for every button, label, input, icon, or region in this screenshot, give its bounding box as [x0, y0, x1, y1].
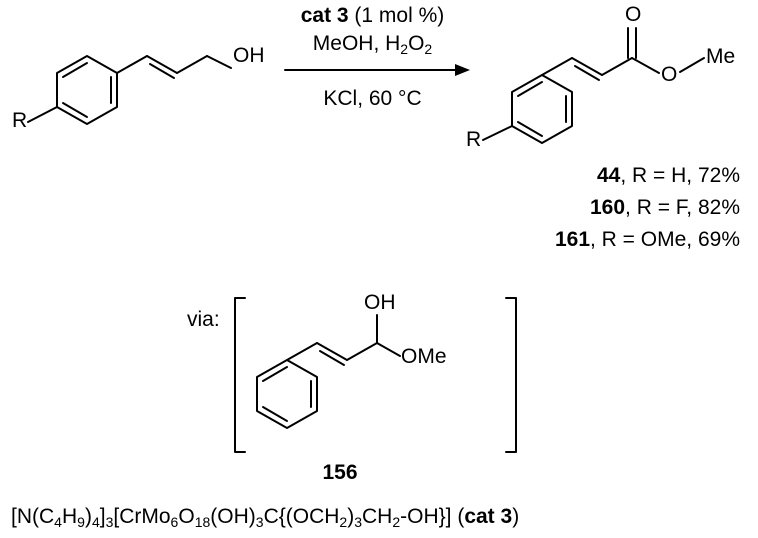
reagent-solvent-line: MeOH, H2O2: [312, 32, 433, 57]
reagent-catalyst-line: cat 3 (1 mol %): [300, 4, 445, 27]
atom-label-carbonyl-o: O: [625, 3, 642, 26]
atom-label-oh-start: OH: [233, 44, 265, 67]
atom-label-r-product: R: [466, 128, 482, 151]
starting-material-structure: [27, 55, 232, 125]
intermediate-brackets: [234, 297, 517, 453]
product-entry-44: 44, R = H, 72%: [597, 164, 740, 187]
product-entry-160: 160, R = F, 82%: [589, 196, 740, 219]
catalyst-formula: [N(C4H9)4]3[CrMo6O18(OH)3C{(OCH2)3CH2-OH…: [11, 505, 520, 530]
via-label: via:: [187, 308, 220, 331]
atom-label-ester-o: O: [661, 63, 678, 86]
arrow-head: [455, 64, 470, 76]
atom-label-ome-intermediate: OMe: [401, 345, 447, 368]
atom-label-oh-intermediate: OH: [364, 291, 396, 314]
atom-label-ester-me: Me: [706, 45, 736, 68]
product-structure: [482, 27, 705, 144]
reagent-conditions-line: KCl, 60 °C: [323, 87, 422, 110]
product-entry-161: 161, R = OMe, 69%: [554, 228, 740, 251]
atom-label-r-start: R: [12, 109, 28, 132]
intermediate-compound-number: 156: [322, 461, 358, 484]
intermediate-structure: [256, 314, 401, 429]
